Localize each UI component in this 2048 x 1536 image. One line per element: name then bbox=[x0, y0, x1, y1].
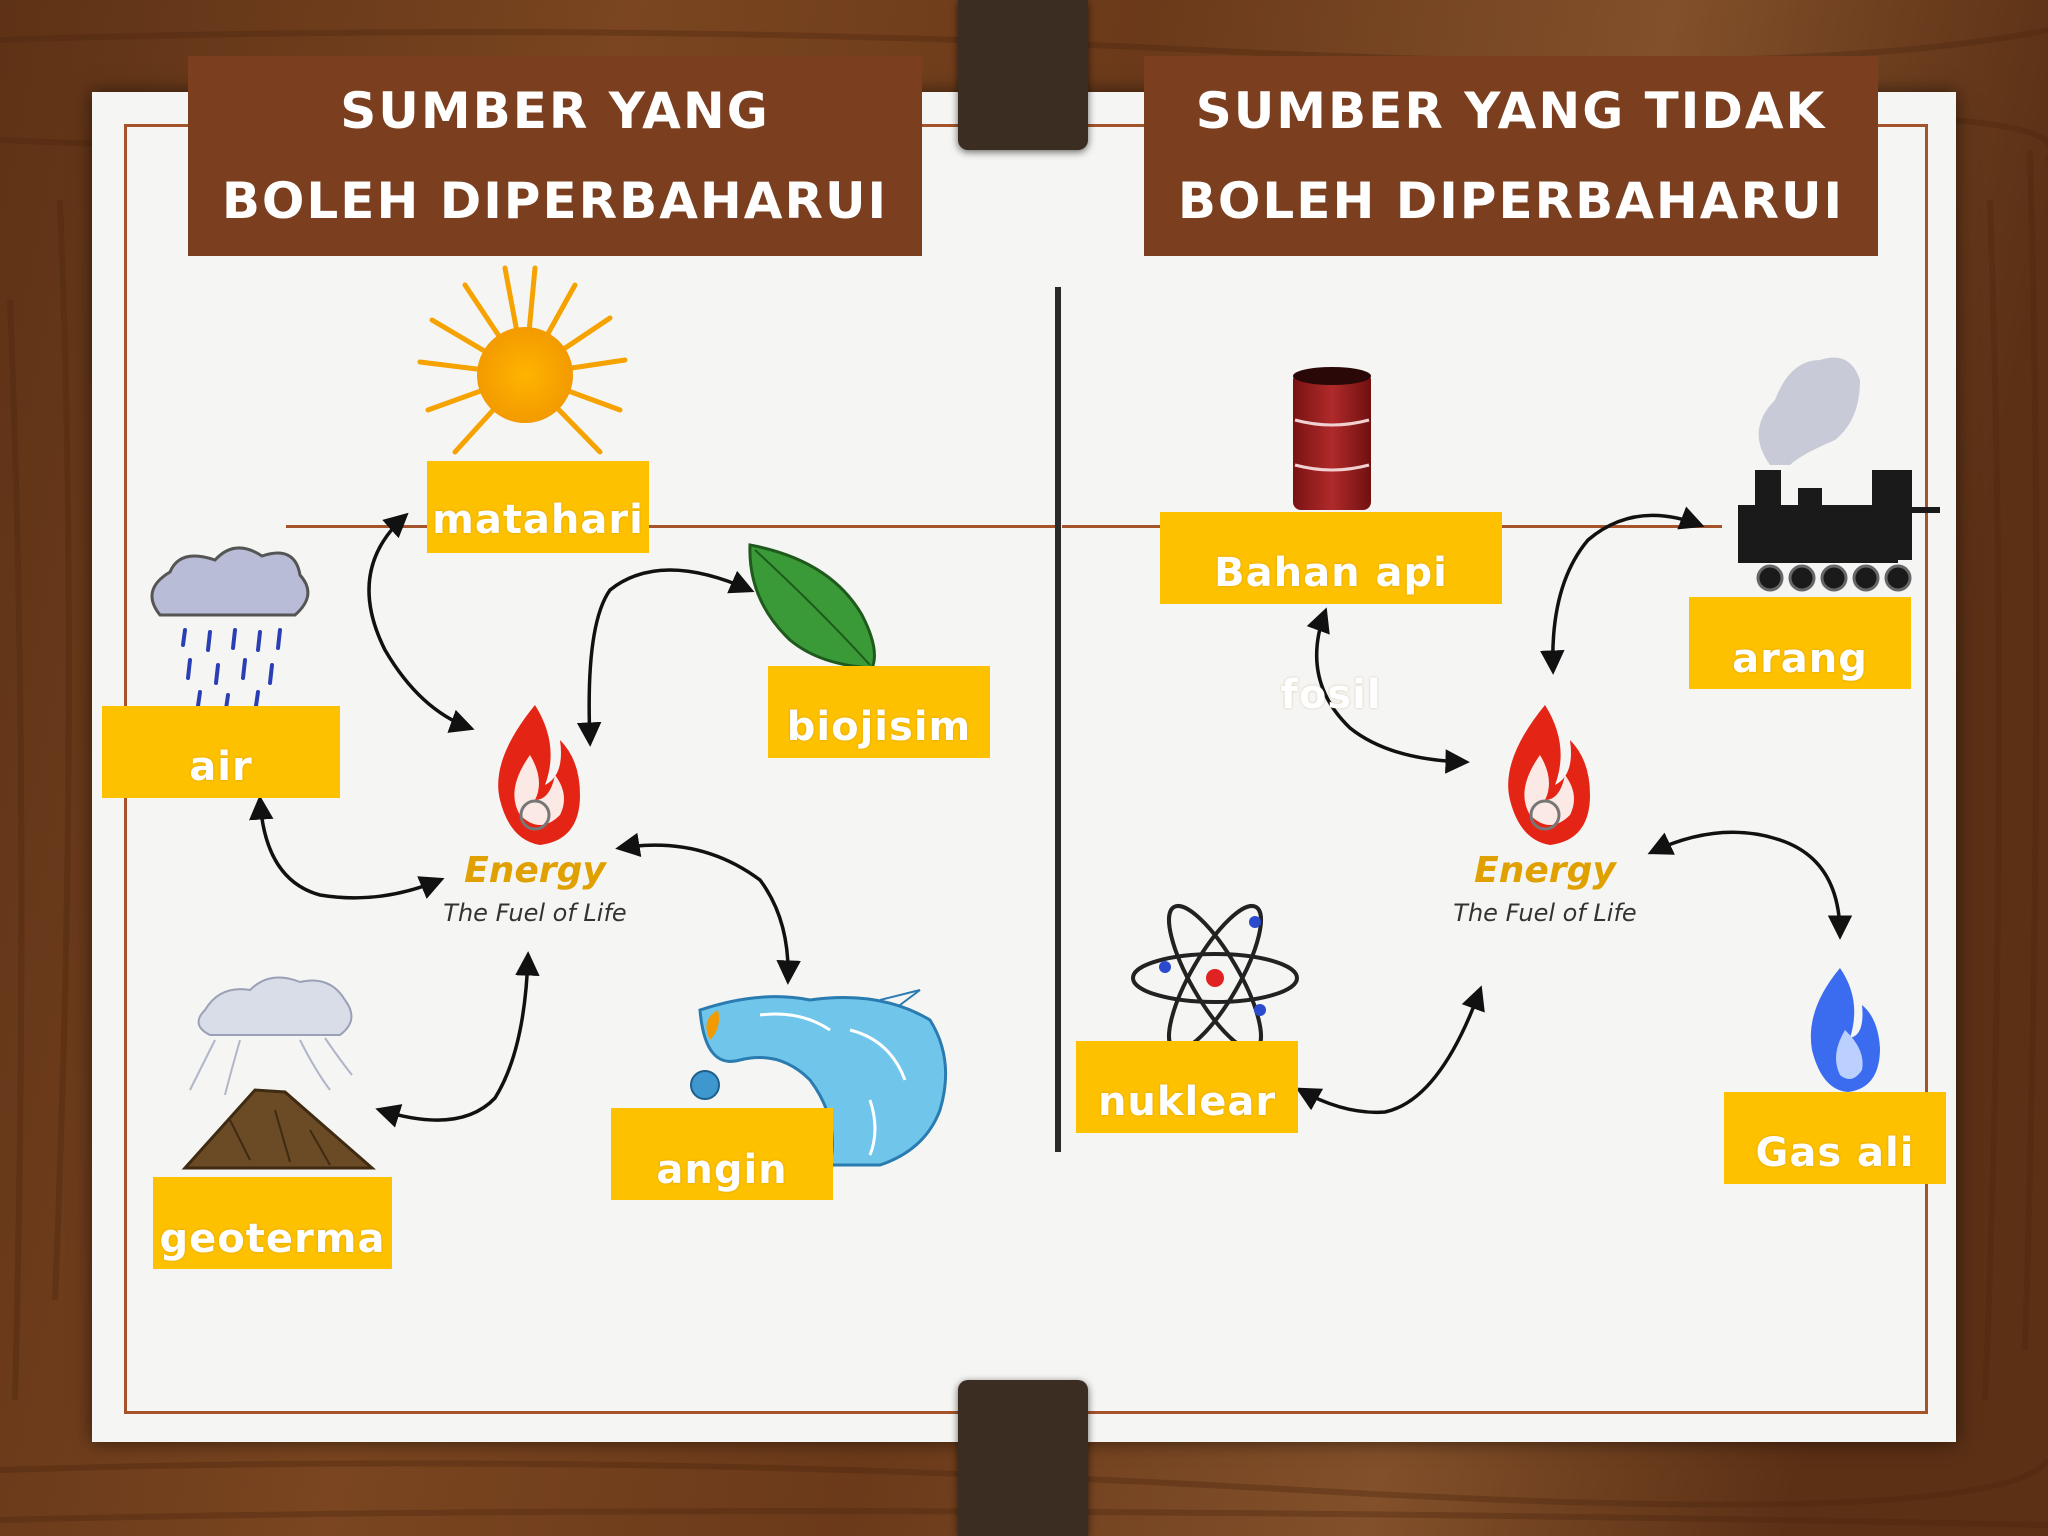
binder-clip-top bbox=[958, 0, 1088, 150]
center-divider bbox=[1055, 287, 1061, 1152]
binder-clip-bottom bbox=[958, 1380, 1088, 1536]
label-arang: arang bbox=[1689, 597, 1911, 689]
rain-cloud-icon bbox=[150, 546, 310, 711]
header-nonrenewable-line2: BOLEH DIPERBAHARUI bbox=[1177, 172, 1845, 230]
label-angin: angin bbox=[611, 1108, 833, 1200]
header-renewable-line1: SUMBER YANG bbox=[340, 82, 770, 140]
volcano-icon bbox=[181, 976, 376, 1170]
energy-word-right: Energy bbox=[1474, 850, 1616, 891]
divider-line-left bbox=[286, 525, 1056, 528]
header-renewable: SUMBER YANG BOLEH DIPERBAHARUI bbox=[188, 56, 922, 256]
energy-word-left: Energy bbox=[464, 850, 606, 891]
energy-logo-right: Energy The Fuel of Life bbox=[1430, 850, 1660, 927]
wind-wave-icon bbox=[690, 989, 948, 1167]
arrows-renewable bbox=[249, 512, 801, 1128]
energy-tagline-left: The Fuel of Life bbox=[443, 899, 627, 927]
label-matahari: matahari bbox=[427, 461, 649, 553]
energy-flame-icon-right bbox=[1508, 705, 1590, 845]
sun-icon bbox=[417, 265, 628, 455]
paper-sheet bbox=[92, 92, 1956, 1442]
header-nonrenewable: SUMBER YANG TIDAK BOLEH DIPERBAHARUI bbox=[1144, 56, 1878, 256]
oil-barrel-icon bbox=[1293, 367, 1371, 510]
steam-train-icon bbox=[1738, 357, 1940, 592]
energy-logo-left: Energy The Fuel of Life bbox=[420, 850, 650, 927]
atom-icon bbox=[1131, 903, 1299, 1053]
label-biojisim: biojisim bbox=[768, 666, 990, 758]
leaf-icon bbox=[748, 543, 876, 670]
energy-flame-icon-left bbox=[498, 705, 580, 845]
label-air: air bbox=[102, 706, 340, 798]
label-gas-ali: Gas ali bbox=[1724, 1092, 1946, 1184]
header-nonrenewable-line1: SUMBER YANG TIDAK bbox=[1195, 82, 1827, 140]
label-geoterma: geoterma bbox=[153, 1177, 392, 1269]
arrows-nonrenewable bbox=[1295, 506, 1853, 1115]
label-nuklear: nuklear bbox=[1076, 1041, 1298, 1133]
header-renewable-line2: BOLEH DIPERBAHARUI bbox=[221, 172, 889, 230]
label-bahan-api-fosil: Bahan api fosil bbox=[1160, 512, 1502, 718]
energy-tagline-right: The Fuel of Life bbox=[1453, 899, 1637, 927]
gas-flame-icon bbox=[1810, 968, 1880, 1092]
